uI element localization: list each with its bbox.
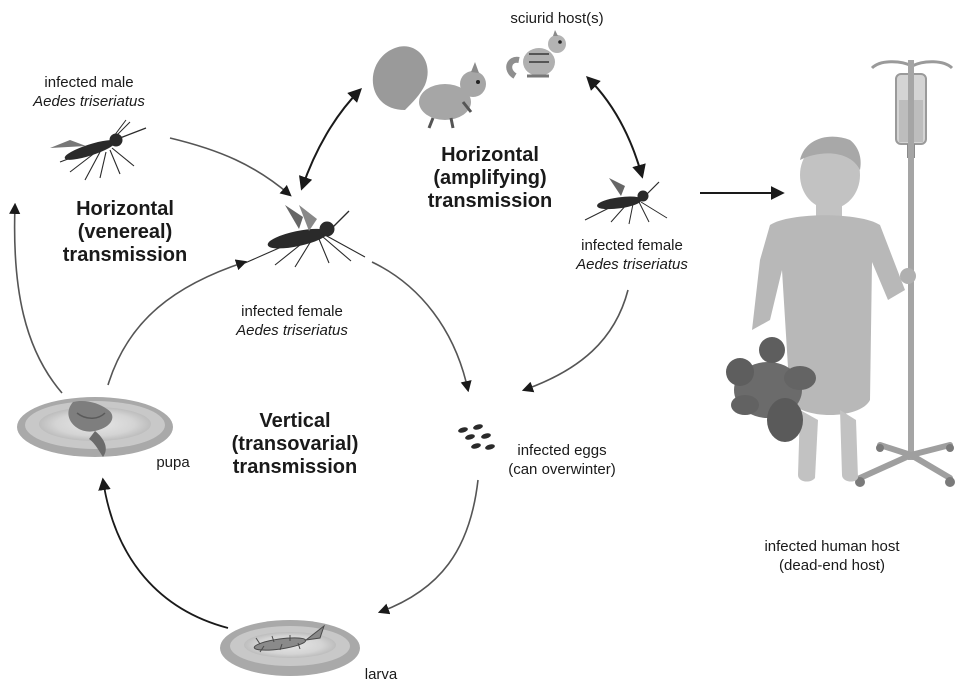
heading-venereal-line2: (venereal) xyxy=(40,221,210,244)
infected-male-label: infected male Aedes triseriatus xyxy=(14,73,164,111)
infected-eggs-line2: (can overwinter) xyxy=(492,460,632,479)
mosquito-icon xyxy=(245,205,365,267)
larva-label: larva xyxy=(356,665,406,683)
heading-vertical: Vertical (transovarial) transmission xyxy=(200,410,390,479)
pupa-label: pupa xyxy=(148,453,198,472)
heading-vertical-line2: (transovarial) xyxy=(200,433,390,456)
arrow-rightfemale-to-eggs xyxy=(524,290,628,390)
eggs-icon xyxy=(458,423,496,450)
infected-male-label-line1: infected male xyxy=(14,73,164,92)
arrow-male-to-female xyxy=(170,138,290,195)
cycle-arrows xyxy=(15,78,782,628)
heading-venereal: Horizontal (venereal) transmission xyxy=(40,198,210,267)
infected-female-center-line1: infected female xyxy=(212,302,372,321)
larva-icon xyxy=(220,620,360,676)
arrow-chipmunk-female xyxy=(588,78,642,176)
heading-venereal-line3: transmission xyxy=(40,244,210,267)
heading-amplifying: Horizontal (amplifying) transmission xyxy=(400,144,580,213)
infected-human-host-line2: (dead-end host) xyxy=(742,556,922,575)
infected-female-right-label: infected female Aedes triseriatus xyxy=(552,236,712,274)
heading-amplifying-line2: (amplifying) xyxy=(400,167,580,190)
arrow-female-squirrel xyxy=(302,90,360,188)
arrow-larva-to-pupa xyxy=(103,480,228,628)
infected-human-host-line1: infected human host xyxy=(742,537,922,556)
infected-female-center-label: infected female Aedes triseriatus xyxy=(212,302,372,340)
arrow-female-to-eggs xyxy=(372,262,468,390)
mosquito-icon xyxy=(585,178,667,224)
arrow-eggs-to-larva xyxy=(380,480,478,612)
infected-female-right-species: Aedes triseriatus xyxy=(552,255,712,274)
infected-male-species: Aedes triseriatus xyxy=(14,92,164,111)
infected-eggs-label: infected eggs (can overwinter) xyxy=(492,441,632,479)
mosquito-icon xyxy=(50,120,146,180)
heading-amplifying-line3: transmission xyxy=(400,190,580,213)
sciurid-host-label: sciurid host(s) xyxy=(492,9,622,28)
pupa-icon xyxy=(17,397,173,457)
squirrel-icon xyxy=(373,46,486,128)
chipmunk-icon xyxy=(509,30,566,76)
infected-eggs-line1: infected eggs xyxy=(492,441,632,460)
infected-female-right-line1: infected female xyxy=(552,236,712,255)
heading-vertical-line1: Vertical xyxy=(200,410,390,433)
infected-human-host-label: infected human host (dead-end host) xyxy=(742,537,922,575)
infected-female-center-species: Aedes triseriatus xyxy=(212,321,372,340)
heading-amplifying-line1: Horizontal xyxy=(400,144,580,167)
heading-vertical-line3: transmission xyxy=(200,456,390,479)
heading-venereal-line1: Horizontal xyxy=(40,198,210,221)
